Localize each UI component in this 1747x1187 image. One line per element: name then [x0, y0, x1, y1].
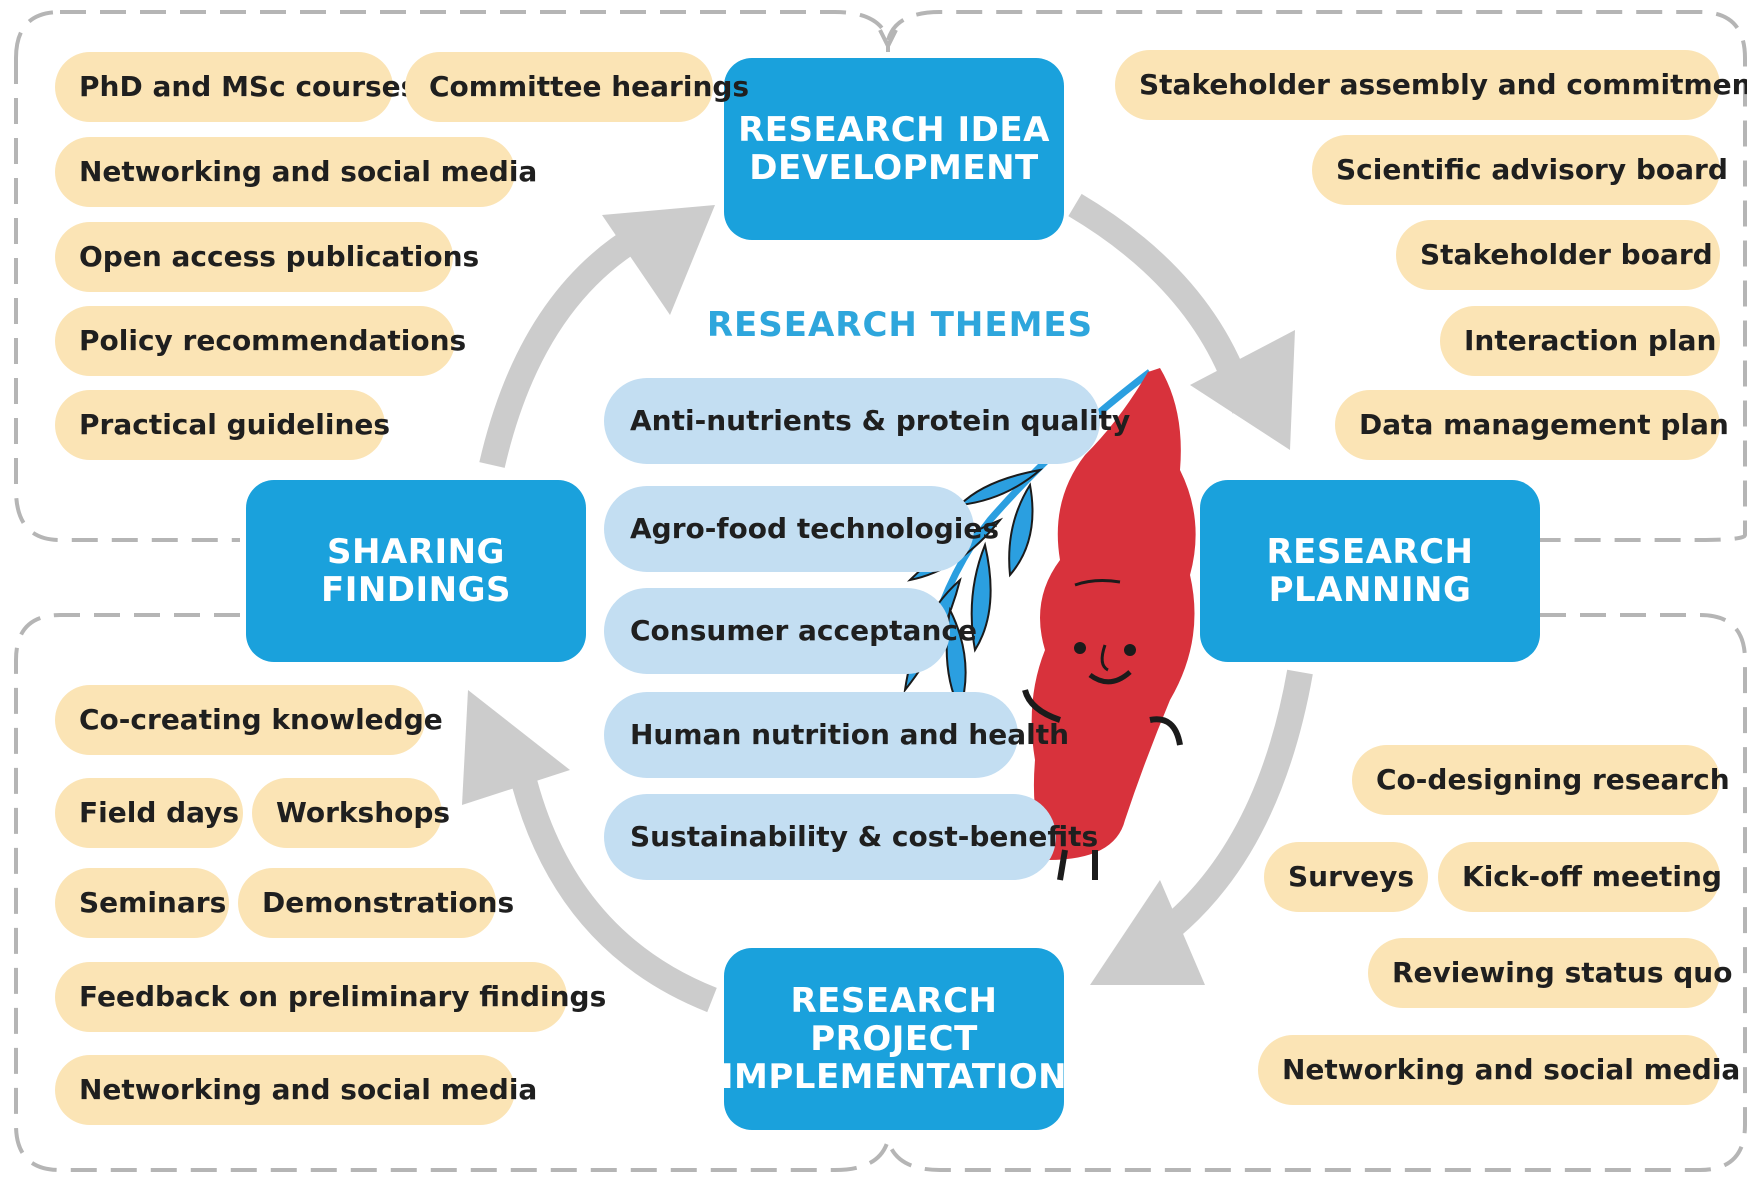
arrowhead-idea [602, 205, 715, 315]
theme-item: Human nutrition and health [604, 692, 1069, 778]
stage-research-idea-development: RESEARCH IDEA DEVELOPMENT [724, 58, 1064, 240]
activity-pill: Scientific advisory board [1312, 135, 1728, 205]
arrow-implementation-to-sharing [507, 762, 717, 1013]
activity-pill: Networking and social media [55, 137, 537, 207]
stage-research-project-implementation: RESEARCH PROJECT IMPLEMENTATION [720, 948, 1068, 1130]
activity-pill: Policy recommendations [55, 306, 466, 376]
themes-title: RESEARCH THEMES [706, 305, 1094, 345]
stage-idea-label: RESEARCH IDEA DEVELOPMENT [738, 110, 1050, 188]
activity-pill: Stakeholder assembly and commitment [1115, 50, 1747, 120]
activity-pill: Stakeholder board [1396, 220, 1720, 290]
frame-top-right [886, 10, 1747, 542]
activity-pill: PhD and MSc courses [55, 52, 417, 122]
activity-pill: Practical guidelines [55, 390, 390, 460]
dashed-frames [14, 10, 1747, 1172]
activity-pill: Open access publications [55, 222, 479, 292]
stage-sharing-label: SHARING FINDINGS [320, 532, 512, 610]
activity-pill: Interaction plan [1440, 306, 1720, 376]
activity-pill: Co-designing research [1352, 745, 1730, 815]
cycle-arrowheads [462, 205, 1295, 985]
activity-pill: Seminars [55, 868, 229, 938]
stage-implementation-label: RESEARCH PROJECT IMPLEMENTATION [720, 981, 1068, 1097]
activity-pill: Co-creating knowledge [55, 685, 443, 755]
activity-pill: Field days [55, 778, 243, 848]
frame-bottom-left [14, 613, 890, 1172]
activity-pill: Data management plan [1335, 390, 1729, 460]
activity-pill: Reviewing status quo [1368, 938, 1732, 1008]
frame-top-left [14, 10, 890, 542]
arrowhead-implementation [1090, 880, 1205, 985]
theme-item: Sustainability & cost-benefits [604, 794, 1098, 880]
stage-research-planning: RESEARCH PLANNING [1200, 480, 1540, 662]
theme-item: Consumer acceptance [604, 588, 977, 674]
theme-item: Agro-food technologies [604, 486, 999, 572]
activity-pill: Networking and social media [1258, 1035, 1740, 1105]
activity-pill: Feedback on preliminary findings [55, 962, 606, 1032]
activity-pill: Kick-off meeting [1438, 842, 1722, 912]
theme-item: Anti-nutrients & protein quality [604, 378, 1130, 464]
stage-planning-label: RESEARCH PLANNING [1266, 532, 1474, 610]
activity-pill: Demonstrations [238, 868, 514, 938]
activity-pill: Committee hearings [405, 52, 749, 122]
arrowhead-planning [1190, 330, 1295, 450]
sweet-potato-mascot-icon [1022, 368, 1196, 881]
arrow-sharing-to-idea [479, 223, 647, 468]
junction-chevron-icon [878, 29, 898, 51]
stage-sharing-findings: SHARING FINDINGS [246, 480, 586, 662]
frame-bottom-right [886, 613, 1747, 1172]
arrowhead-sharing [462, 690, 570, 805]
activity-pill: Surveys [1264, 842, 1428, 912]
activity-pill: Networking and social media [55, 1055, 537, 1125]
activity-pill: Workshops [252, 778, 450, 848]
